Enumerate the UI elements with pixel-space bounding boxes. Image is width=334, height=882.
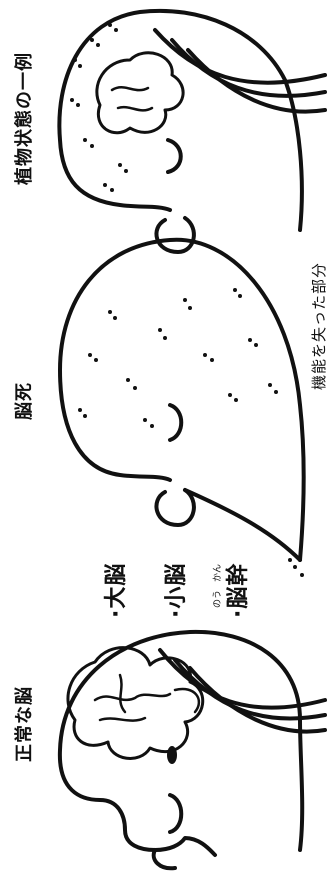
cerebrum-label: ·大脳 <box>104 562 129 618</box>
normal-brain-label: 正常な脳 <box>14 686 35 762</box>
brain-death-label: 脳死 <box>14 382 35 420</box>
vegetative-state-label: 植物状態の一例 <box>14 52 35 185</box>
brain-dead-dots <box>78 288 304 577</box>
lost-function-label: 機能を失った部分 <box>310 261 328 390</box>
brainstem-label: ·脳幹 <box>226 562 251 618</box>
cerebellum-label: ·小脳 <box>164 562 189 618</box>
brain-dead-head-icon <box>58 237 306 562</box>
normal-head-icon <box>57 629 327 871</box>
vegetative-dots <box>70 23 128 192</box>
vegetative-head-icon <box>57 8 327 254</box>
